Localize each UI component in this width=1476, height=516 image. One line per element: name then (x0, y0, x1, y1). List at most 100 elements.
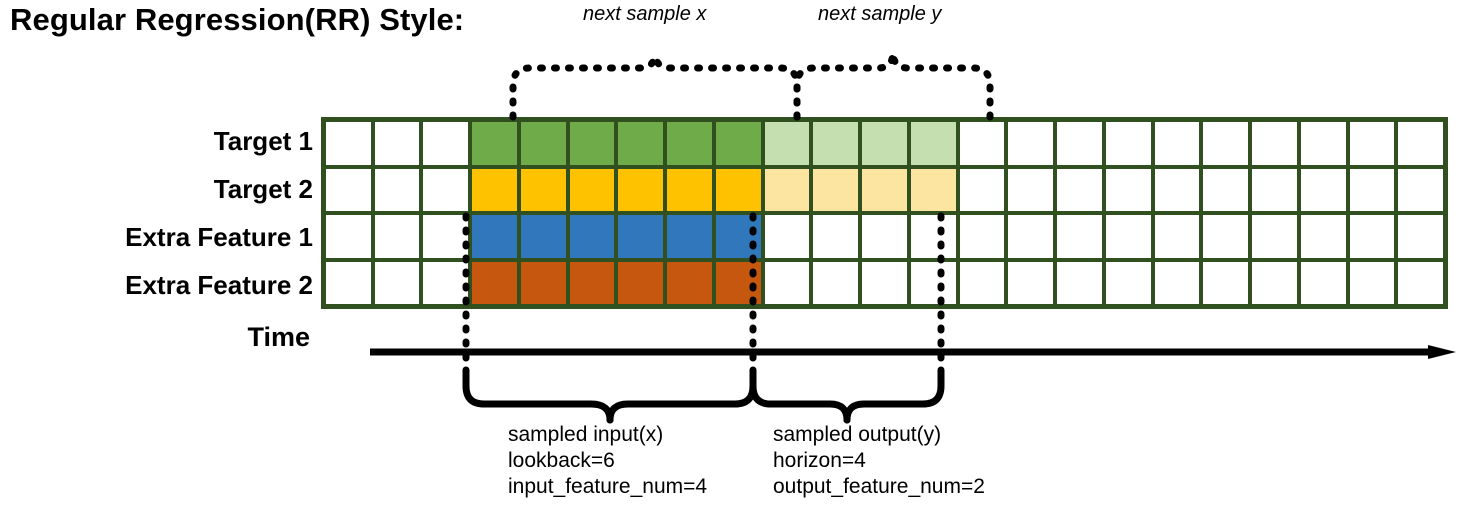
grid-cell-r3-c6 (569, 215, 615, 258)
time-axis-label: Time (247, 322, 310, 352)
grid-cell-r3-c14 (959, 215, 1005, 258)
grid-cell-r2-c15 (1008, 168, 1054, 211)
grid-cell-r1-c9 (715, 122, 761, 165)
grid-cell-r1-c14 (959, 122, 1005, 165)
grid-cell-r1-c19 (1203, 122, 1249, 165)
grid-cell-r1-c21 (1300, 122, 1346, 165)
grid-cell-r4-c10 (764, 261, 810, 304)
grid-cell-r3-c18 (1154, 215, 1200, 258)
grid-cell-r2-c11 (813, 168, 859, 211)
grid-cell-r3-c5 (520, 215, 566, 258)
brace-next-sample-x (509, 48, 801, 121)
row-label-target-1: Target 1 (213, 126, 313, 156)
sampled-input-title: sampled input(x) (508, 423, 664, 446)
grid-cell-r1-c15 (1008, 122, 1054, 165)
grid-cell-r4-c22 (1349, 261, 1395, 304)
grid-cell-r1-c23 (1398, 122, 1443, 165)
grid-cell-r2-c20 (1252, 168, 1297, 211)
grid-cell-r1-c13 (910, 122, 956, 165)
grid-cell-r4-c23 (1398, 261, 1443, 304)
sampled-output-feature-num: output_feature_num=2 (773, 475, 985, 498)
row-label-extra-feature-1: Extra Feature 1 (125, 222, 313, 252)
grid-cell-r4-c15 (1008, 261, 1054, 304)
page-title: Regular Regression(RR) Style: (10, 2, 465, 37)
grid-cell-r4-c7 (618, 261, 664, 304)
grid-cell-r1-c1 (326, 122, 371, 165)
grid-cell-r3-c8 (667, 215, 712, 258)
grid-cell-r1-c5 (520, 122, 566, 165)
grid-cell-r1-c12 (862, 122, 907, 165)
grid-cell-r3-c3 (423, 215, 469, 258)
grid-cell-r4-c4 (472, 261, 517, 304)
time-axis-arrow (370, 345, 1456, 359)
grid-cell-r4-c21 (1300, 261, 1346, 304)
grid-cell-r2-c13 (910, 168, 956, 211)
grid-cell-r3-c7 (618, 215, 664, 258)
grid-cell-r4-c17 (1105, 261, 1151, 304)
grid-cell-r2-c8 (667, 168, 712, 211)
grid-cell-r1-c11 (813, 122, 859, 165)
grid-cell-r1-c6 (569, 122, 615, 165)
grid-cell-r1-c4 (472, 122, 517, 165)
grid-cell-r4-c12 (862, 261, 907, 304)
grid-cell-r4-c13 (910, 261, 956, 304)
grid-cell-r2-c18 (1154, 168, 1200, 211)
grid-cell-r2-c9 (715, 168, 761, 211)
grid-cell-r4-c16 (1057, 261, 1102, 304)
grid-cell-r1-c16 (1057, 122, 1102, 165)
brace-next-sample-y (793, 48, 994, 121)
row-label-extra-feature-2: Extra Feature 2 (125, 270, 313, 300)
sampled-output-horizon: horizon=4 (773, 449, 866, 472)
grid-cell-r2-c3 (423, 168, 469, 211)
grid-cell-r1-c8 (667, 122, 712, 165)
grid-cell-r3-c22 (1349, 215, 1395, 258)
grid-cell-r4-c8 (667, 261, 712, 304)
grid-cell-r2-c4 (472, 168, 517, 211)
grid-cell-r1-c18 (1154, 122, 1200, 165)
grid-cell-r1-c22 (1349, 122, 1395, 165)
grid-cell-r1-c2 (374, 122, 420, 165)
grid-cell-r4-c2 (374, 261, 420, 304)
row-label-target-2: Target 2 (213, 174, 313, 204)
grid-cell-r2-c12 (862, 168, 907, 211)
grid-cell-r4-c14 (959, 261, 1005, 304)
grid-cell-r2-c22 (1349, 168, 1395, 211)
grid-cell-r1-c20 (1252, 122, 1297, 165)
grid-cell-r4-c20 (1252, 261, 1297, 304)
sampled-input-caption: sampled input(x) lookback=6 input_featur… (508, 422, 707, 500)
grid-cell-r4-c5 (520, 261, 566, 304)
grid-cell-r3-c21 (1300, 215, 1346, 258)
grid-cell-r2-c5 (520, 168, 566, 211)
grid-cell-r3-c23 (1398, 215, 1443, 258)
next-sample-y-label: next sample y (818, 3, 942, 25)
next-sample-x-label: next sample x (583, 3, 707, 25)
grid-cell-r2-c19 (1203, 168, 1249, 211)
grid-cell-r1-c7 (618, 122, 664, 165)
grid-cell-r3-c17 (1105, 215, 1151, 258)
grid-cell-r3-c13 (910, 215, 956, 258)
grid-cell-r3-c9 (715, 215, 761, 258)
grid-cell-r3-c2 (374, 215, 420, 258)
grid-cell-r3-c4 (472, 215, 517, 258)
grid-cell-r3-c19 (1203, 215, 1249, 258)
sampled-input-lookback: lookback=6 (508, 449, 615, 472)
grid-cell-r4-c11 (813, 261, 859, 304)
grid-cell-r1-c10 (764, 122, 810, 165)
grid-cell-r3-c12 (862, 215, 907, 258)
grid-cell-r2-c2 (374, 168, 420, 211)
grid-cell-r3-c20 (1252, 215, 1297, 258)
brace-sampled-output (749, 368, 945, 424)
grid-cell-r3-c11 (813, 215, 859, 258)
grid-cell-r3-c1 (326, 215, 371, 258)
grid-cell-r3-c16 (1057, 215, 1102, 258)
grid-cell-r1-c3 (423, 122, 469, 165)
grid-cell-r2-c23 (1398, 168, 1443, 211)
grid-cell-r4-c19 (1203, 261, 1249, 304)
timeseries-grid (321, 117, 1448, 309)
sampled-output-caption: sampled output(y) horizon=4 output_featu… (773, 422, 985, 500)
grid-cell-r2-c14 (959, 168, 1005, 211)
grid-cell-r4-c18 (1154, 261, 1200, 304)
grid-cell-r2-c1 (326, 168, 371, 211)
grid-cell-r3-c15 (1008, 215, 1054, 258)
grid-cell-r3-c10 (764, 215, 810, 258)
